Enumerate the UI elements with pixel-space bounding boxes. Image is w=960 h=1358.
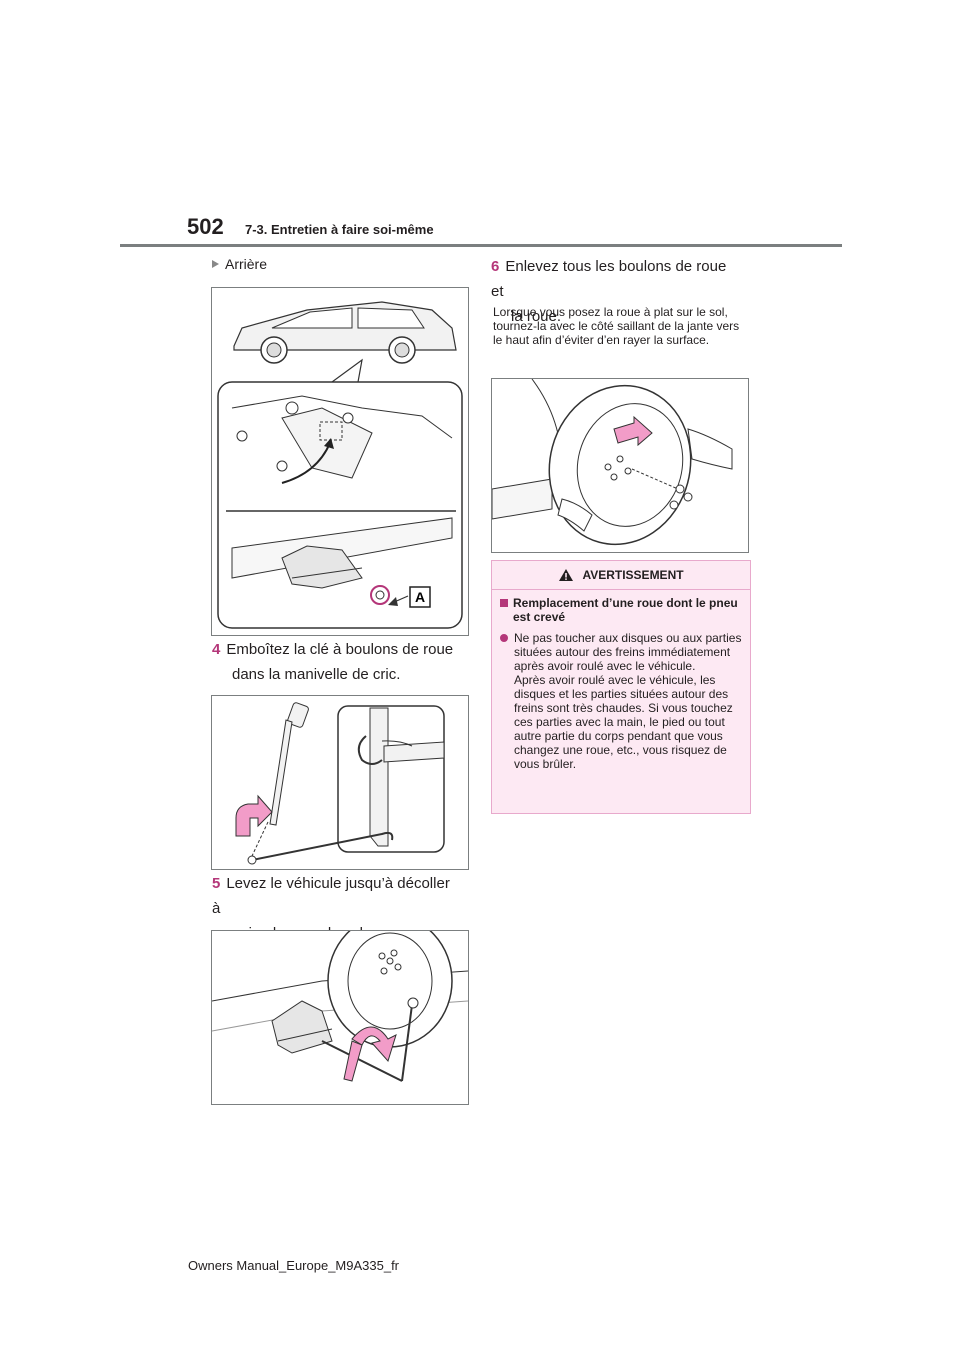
- step-5-number: 5: [212, 875, 221, 892]
- callout-label-a: A: [415, 589, 425, 605]
- warning-body-text: Après avoir roulé avec le véhicule, les …: [514, 673, 733, 771]
- step-4-line2: dans la manivelle de cric.: [232, 666, 401, 683]
- section-title: 7-3. Entretien à faire soi-même: [245, 222, 434, 237]
- step-4-line1: Emboîtez la clé à boulons de roue: [226, 641, 454, 658]
- header-rule: [120, 244, 842, 247]
- warning-title: AVERTISSEMENT: [582, 568, 684, 582]
- wrench-handle-illustration: [235, 702, 445, 865]
- step-5-line1: Levez le véhicule jusqu’à décoller à: [212, 875, 450, 917]
- warning-triangle-icon: [559, 569, 574, 581]
- sub-heading: Arrière: [212, 256, 267, 272]
- warning-subheading-text: Remplacement d’une roue dont le pneu est…: [513, 596, 738, 624]
- remove-wheel-figure: [491, 378, 749, 553]
- surface-note: Lorsque vous posez la roue à plat sur le…: [493, 305, 740, 347]
- square-bullet-icon: [500, 599, 508, 607]
- wrench-handle-figure: [211, 695, 469, 870]
- warning-header: AVERTISSEMENT: [492, 561, 750, 590]
- warning-box: AVERTISSEMENT Remplacement d’une roue do…: [491, 560, 751, 814]
- step-6-line2: la roue.: [511, 308, 562, 325]
- step-4: 4 Emboîtez la clé à boulons de roue dans …: [212, 637, 462, 687]
- triangle-arrow-icon: [212, 260, 219, 268]
- page-number: 502: [187, 214, 224, 239]
- step-6-line1: Enlevez tous les boulons de roue et: [491, 258, 727, 300]
- jack-location-illustration: A: [217, 301, 463, 629]
- step-6-number: 6: [491, 258, 500, 275]
- round-bullet-icon: [500, 634, 508, 642]
- remove-wheel-illustration: [492, 379, 733, 546]
- raise-vehicle-figure: [211, 930, 469, 1105]
- warning-bullet: Ne pas toucher aux disques ou aux partie…: [492, 624, 750, 771]
- warning-subheading: Remplacement d’une roue dont le pneu est…: [492, 590, 750, 624]
- footer-doc-id: Owners Manual_Europe_M9A335_fr: [188, 1258, 400, 1273]
- sub-heading-text: Arrière: [225, 256, 268, 272]
- raise-vehicle-illustration: [212, 931, 468, 1082]
- step-4-number: 4: [212, 641, 221, 658]
- warning-bullet-text: Ne pas toucher aux disques ou aux partie…: [514, 631, 742, 673]
- jack-location-figure: A: [211, 287, 469, 636]
